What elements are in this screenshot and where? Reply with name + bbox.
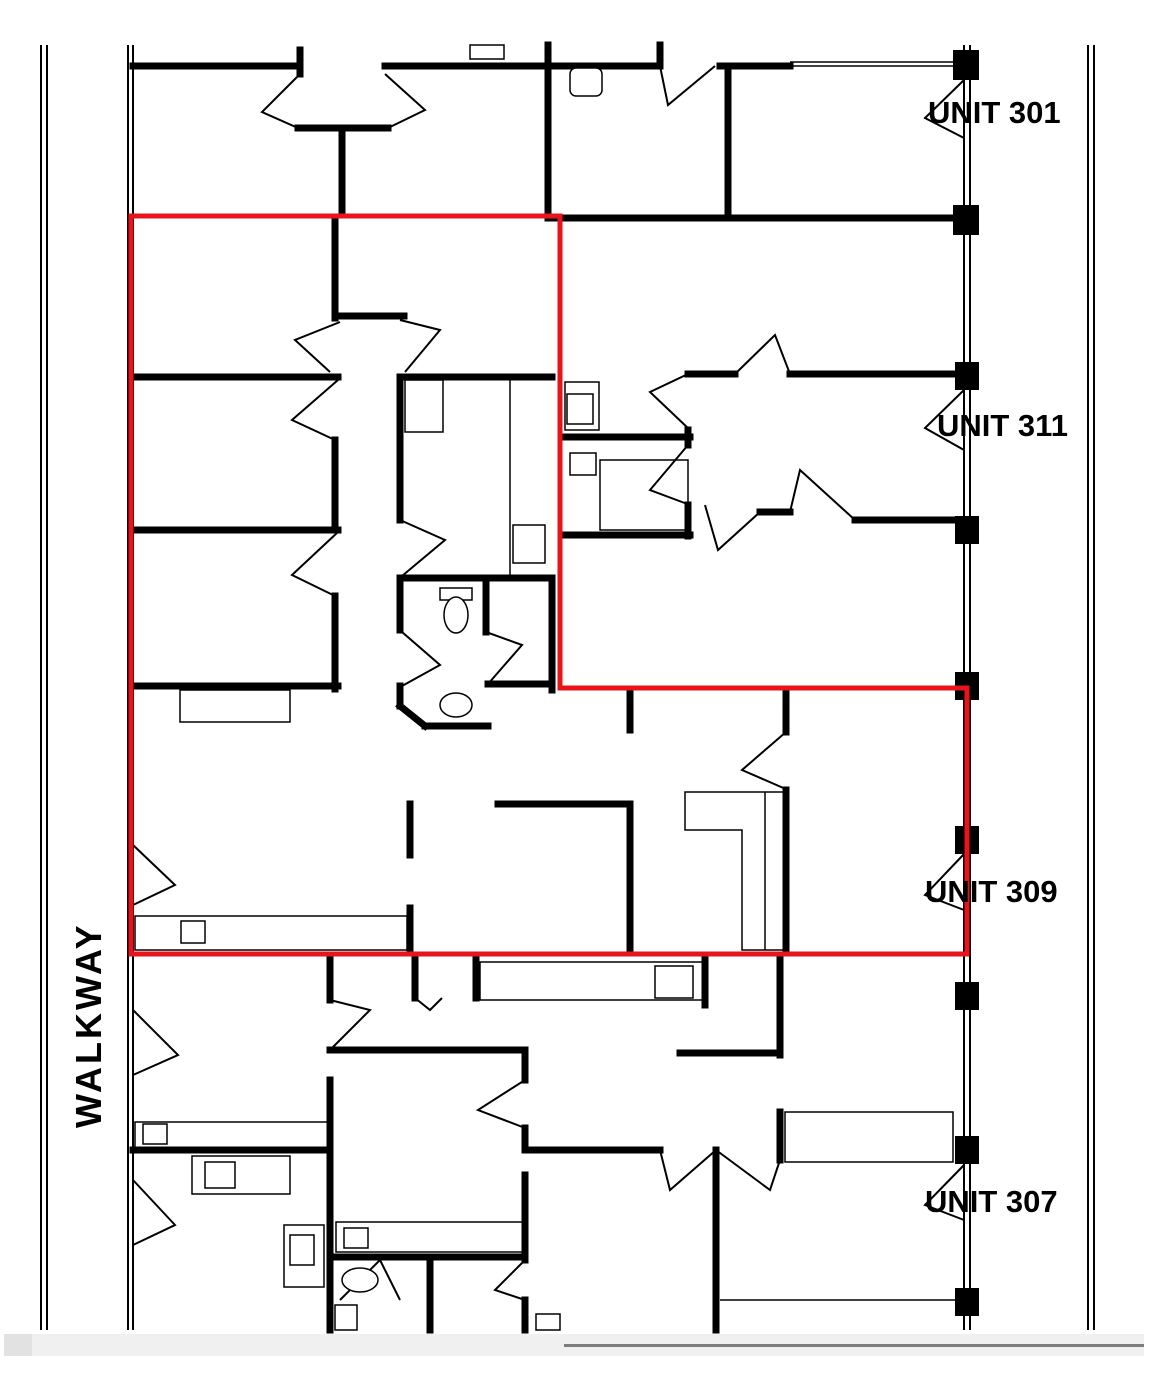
unit-301-label: UNIT 301 bbox=[928, 95, 1061, 130]
columns bbox=[953, 50, 979, 1316]
scrollbar-thumb[interactable] bbox=[564, 1344, 1144, 1347]
counters bbox=[134, 44, 960, 1301]
fixtures bbox=[142, 67, 694, 1331]
unit-311-label: UNIT 311 bbox=[937, 408, 1068, 443]
unit-309-label: UNIT 309 bbox=[925, 874, 1058, 909]
scroll-left-button[interactable] bbox=[4, 1334, 32, 1356]
horizontal-scrollbar[interactable] bbox=[4, 1334, 1144, 1356]
unit-307-label: UNIT 307 bbox=[925, 1184, 1058, 1219]
door-swings bbox=[132, 65, 965, 1301]
highlighted-space-outline bbox=[128, 213, 970, 957]
walkway-label: WALKWAY bbox=[68, 922, 109, 1128]
